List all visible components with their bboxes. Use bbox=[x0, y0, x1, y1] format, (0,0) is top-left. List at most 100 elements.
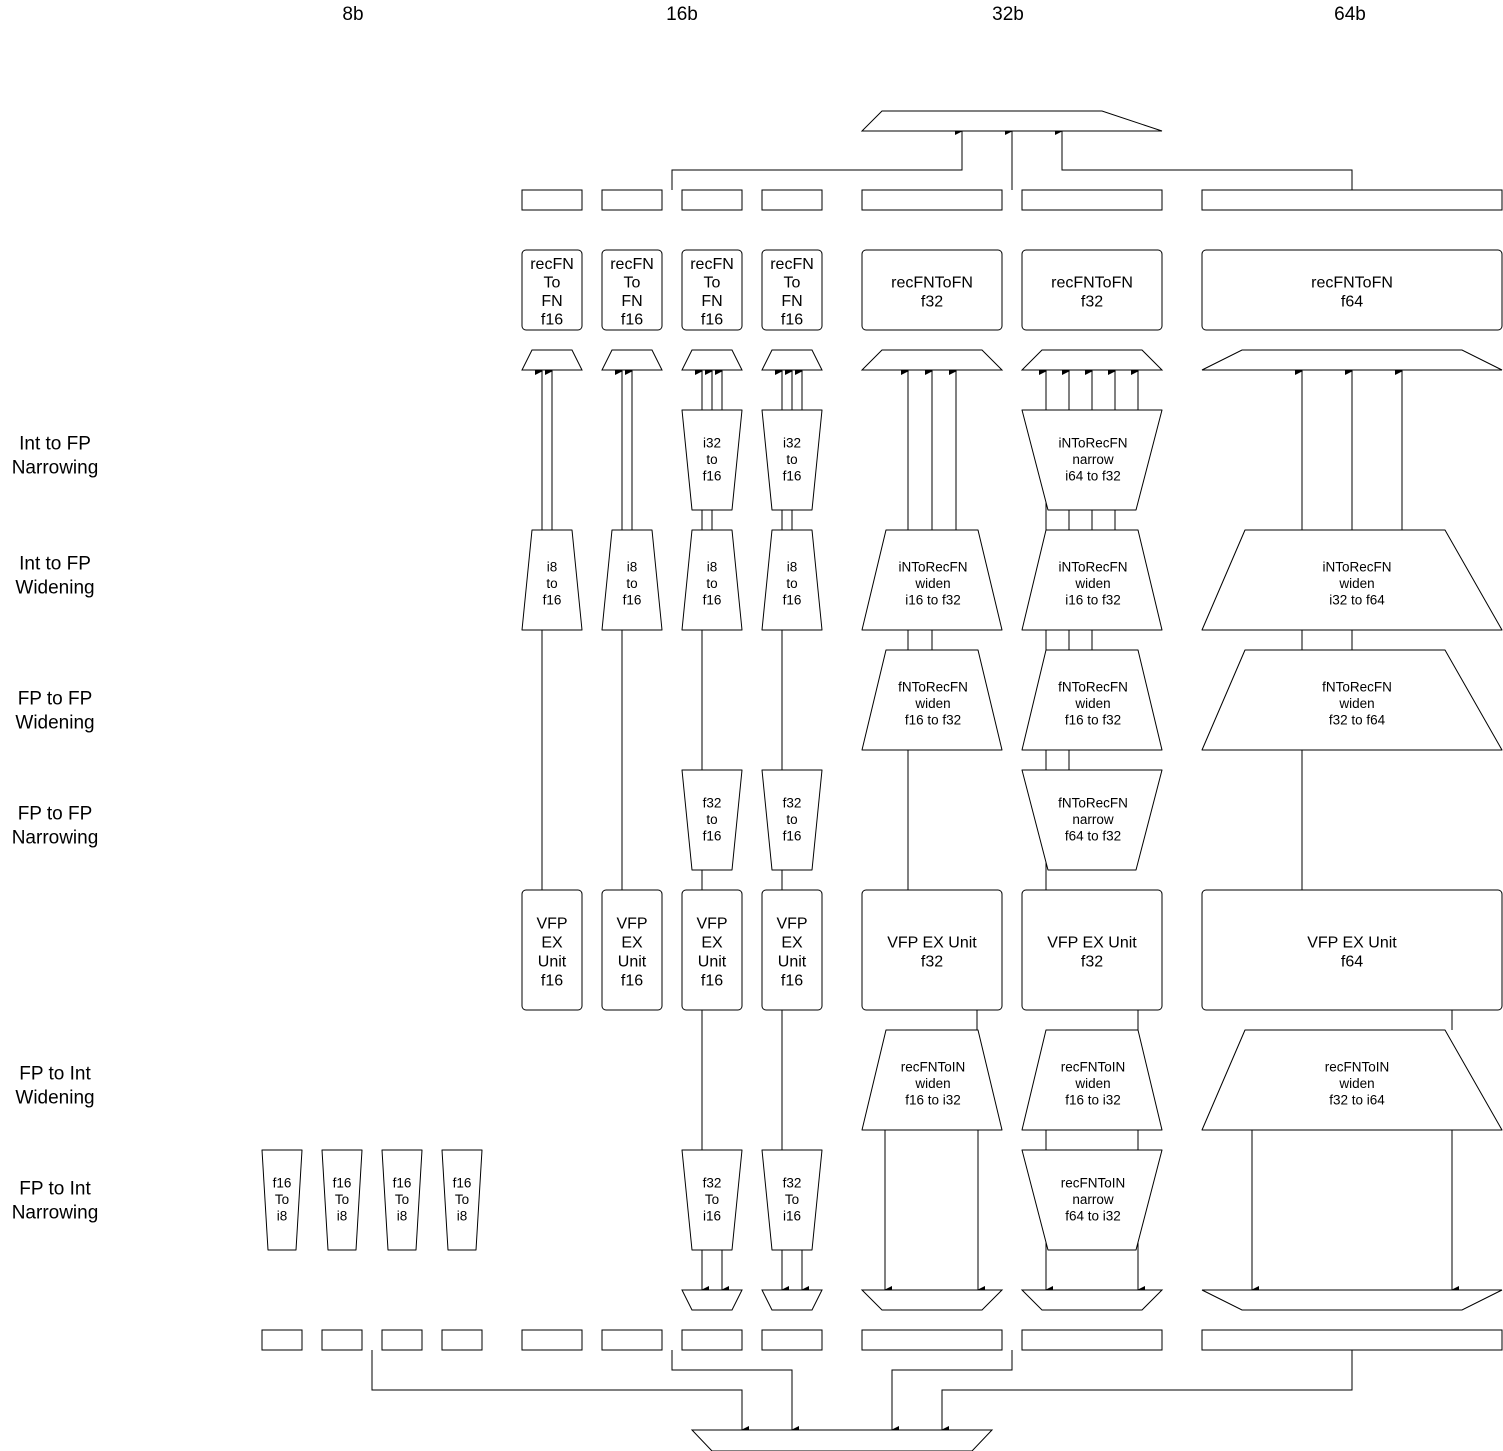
recfn-to-fn-label-line: To bbox=[704, 274, 721, 291]
fp-to-int-narrow-8b-label-line: i8 bbox=[337, 1208, 348, 1223]
int-to-fp-narrow-unit bbox=[1021, 409, 1163, 511]
recfn-to-fn-label-line: f16 bbox=[781, 311, 803, 328]
vfp-ex-unit-label-line: EX bbox=[621, 934, 643, 951]
fp-to-int-narrow-label-line: i16 bbox=[703, 1208, 721, 1223]
row-label-line: Widening bbox=[15, 578, 94, 599]
fp-to-int-narrow-8b-unit bbox=[261, 1149, 303, 1251]
wire-8b-to-bottom-mux bbox=[371, 1350, 749, 1434]
fp-to-fp-narrow-label-line: narrow bbox=[1072, 812, 1114, 827]
int-to-fp-widen-label-line: f16 bbox=[543, 592, 562, 607]
fp-to-int-widen-unit bbox=[861, 1029, 1003, 1131]
recfn-to-fn-box bbox=[681, 249, 743, 331]
fp-to-fp-widen-label-line: f16 to f32 bbox=[1065, 712, 1121, 727]
vfp-ex-unit bbox=[861, 889, 1003, 1011]
fp-to-int-narrow-8b-label-line: f16 bbox=[273, 1175, 292, 1190]
wire-64b-to-bottom-mux bbox=[941, 1350, 1353, 1434]
int-to-fp-narrow-label-line: f16 bbox=[703, 468, 722, 483]
fp-to-fp-narrow-label-line: fNToRecFN bbox=[1058, 795, 1128, 810]
recfn-to-fn-label-line: f32 bbox=[1081, 293, 1103, 310]
fp-to-int-widen-unit bbox=[1201, 1029, 1503, 1131]
fp-to-fp-widen-label-line: widen bbox=[1074, 696, 1110, 711]
input-mux bbox=[1201, 349, 1503, 371]
vfp-ex-unit-label-line: VFP bbox=[696, 915, 727, 932]
recfn-to-fn-label-line: f64 bbox=[1341, 293, 1363, 310]
int-to-fp-narrow-label-line: f16 bbox=[783, 468, 802, 483]
fp-to-int-narrow-label-line: f32 bbox=[703, 1175, 722, 1190]
int-to-fp-widen-label-line: i16 to f32 bbox=[905, 592, 961, 607]
vfp-ex-unit-label-line: Unit bbox=[778, 953, 807, 970]
vfp-ex-unit-label-line: f16 bbox=[541, 972, 563, 989]
recfn-to-fn-box bbox=[1021, 249, 1163, 331]
row-label-line: FP to FP bbox=[18, 689, 93, 710]
int-to-fp-widen-label-line: i8 bbox=[627, 559, 638, 574]
fp-to-fp-widen-unit bbox=[1201, 649, 1503, 751]
fp-to-fp-narrow-label-line: f32 bbox=[783, 795, 802, 810]
int-to-fp-narrow-label-line: i32 bbox=[703, 435, 721, 450]
recfn-to-fn-label-line: recFN bbox=[770, 256, 814, 273]
fp-to-int-widen-label-line: f16 to i32 bbox=[1065, 1092, 1121, 1107]
fp-to-int-widen-label-line: f16 to i32 bbox=[905, 1092, 961, 1107]
fp-to-int-widen-label-line: widen bbox=[1338, 1076, 1374, 1091]
int-to-fp-widen-label-line: i16 to f32 bbox=[1065, 592, 1121, 607]
fp-to-int-narrow-8b-label-line: f16 bbox=[393, 1175, 412, 1190]
fp-to-int-narrow-label-line: recFNToIN bbox=[1061, 1175, 1126, 1190]
result-register bbox=[381, 1329, 423, 1351]
vfp-ex-unit-label-line: f32 bbox=[921, 953, 943, 970]
fp-to-int-narrow-8b-label-line: To bbox=[275, 1192, 289, 1207]
input-mux bbox=[761, 349, 823, 371]
vfp-ex-unit-label-line: EX bbox=[781, 934, 803, 951]
result-register bbox=[261, 1329, 303, 1351]
fp-to-int-narrow-8b-label-line: f16 bbox=[333, 1175, 352, 1190]
fp-to-fp-narrow-label-line: f64 to f32 bbox=[1065, 828, 1121, 843]
vfp-ex-unit-label-line: f16 bbox=[621, 972, 643, 989]
recfn-to-fn-label-line: recFNToFN bbox=[1311, 274, 1393, 291]
recfn-to-fn-label-line: FN bbox=[621, 293, 642, 310]
recfn-to-fn-label-line: recFN bbox=[610, 256, 654, 273]
vfp-ex-unit-label-line: VFP EX Unit bbox=[1047, 934, 1137, 951]
int-to-fp-widen-unit bbox=[681, 529, 743, 631]
fp-to-int-narrow-label-line: narrow bbox=[1072, 1192, 1114, 1207]
fp-to-fp-narrow-label-line: to bbox=[706, 812, 717, 827]
vfp-ex-unit-label-line: f64 bbox=[1341, 953, 1363, 970]
vfp-ex-unit-label-line: Unit bbox=[618, 953, 647, 970]
vfp-ex-unit bbox=[681, 889, 743, 1011]
int-to-fp-narrow-label-line: i32 bbox=[783, 435, 801, 450]
int-to-fp-narrow-unit bbox=[761, 409, 823, 511]
recfn-to-fn-label-line: f32 bbox=[921, 293, 943, 310]
int-to-fp-widen-unit bbox=[761, 529, 823, 631]
row-label-line: Narrowing bbox=[12, 828, 99, 849]
int-to-fp-widen-label-line: iNToRecFN bbox=[1058, 559, 1127, 574]
result-register bbox=[1021, 1329, 1163, 1351]
recfn-to-fn-label-line: To bbox=[784, 274, 801, 291]
output-register bbox=[861, 189, 1003, 211]
result-register bbox=[521, 1329, 583, 1351]
fp-to-int-narrow-unit bbox=[681, 1149, 743, 1251]
output-register bbox=[1021, 189, 1163, 211]
fp-to-fp-narrow-unit bbox=[1021, 769, 1163, 871]
recfn-to-fn-label-line: recFNToFN bbox=[1051, 274, 1133, 291]
input-mux bbox=[681, 349, 743, 371]
int-to-fp-widen-unit bbox=[861, 529, 1003, 631]
row-label-line: Widening bbox=[15, 713, 94, 734]
output-register bbox=[601, 189, 663, 211]
result-register bbox=[681, 1329, 743, 1351]
int-to-fp-widen-label-line: i32 to f64 bbox=[1329, 592, 1385, 607]
vfp-ex-unit-label-line: VFP EX Unit bbox=[1307, 934, 1397, 951]
fp-to-fp-widen-label-line: fNToRecFN bbox=[1322, 679, 1392, 694]
int-to-fp-narrow-label-line: iNToRecFN bbox=[1058, 435, 1127, 450]
int-to-fp-narrow-label-line: narrow bbox=[1072, 452, 1114, 467]
vfp-ex-unit bbox=[1021, 889, 1163, 1011]
input-mux bbox=[860, 349, 1004, 371]
output-register bbox=[761, 189, 823, 211]
